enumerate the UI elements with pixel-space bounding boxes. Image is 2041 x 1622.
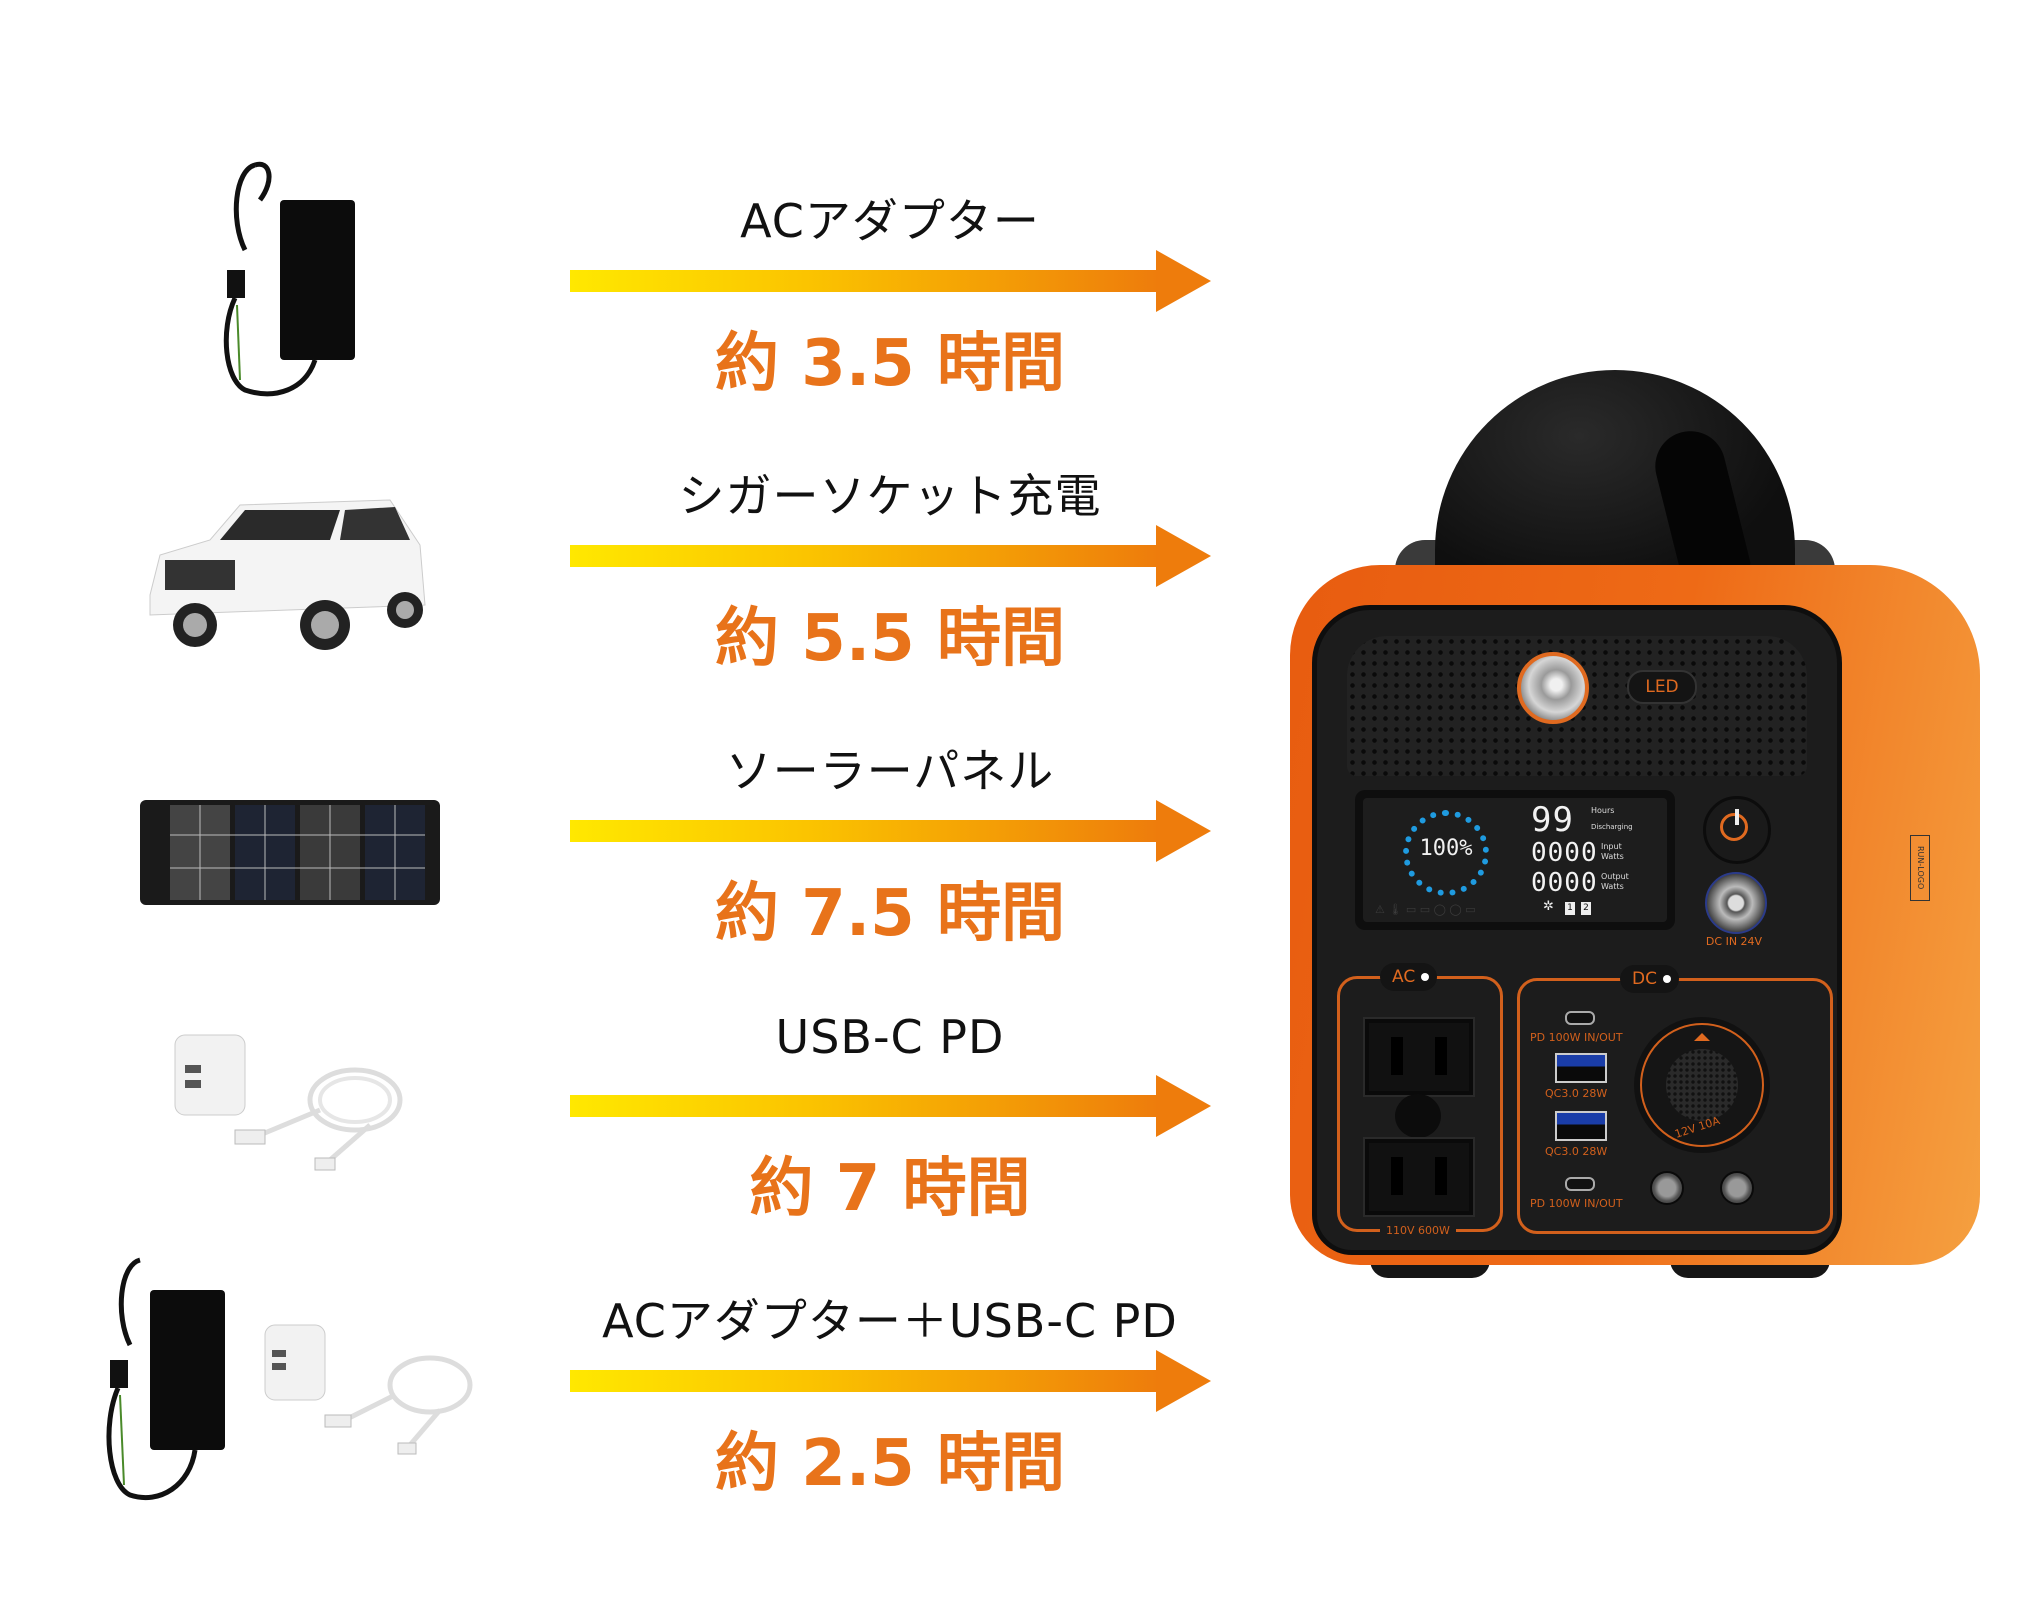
charging-time-label: 約 7.5 時間 — [715, 877, 1065, 951]
charging-method-label: ソーラーパネル — [725, 744, 1055, 798]
charging-method-label: シガーソケット充電 — [678, 469, 1102, 523]
portable-power-station: RUN-LOGO LED 100% 99 Hours Discharging 0… — [1290, 370, 1990, 1300]
power-button[interactable] — [1703, 796, 1771, 864]
ac-outlet-separator — [1395, 1094, 1441, 1138]
dc-button[interactable]: DC — [1620, 965, 1679, 993]
solar-panel-icon — [140, 800, 440, 905]
fan-icon: ✲ — [1543, 899, 1554, 914]
arrow-right-icon — [570, 800, 1211, 862]
charging-row-solar-panel: ソーラーパネル 約 7.5 時間 — [0, 690, 1260, 970]
dc-output-section: DC PD 100W IN/OUT QC3.0 28W QC3.0 28W PD… — [1517, 965, 1833, 1234]
hours-label: Hours — [1591, 806, 1615, 815]
usb-c-port-bottom[interactable] — [1565, 1177, 1595, 1191]
triangle-icon — [1694, 1033, 1710, 1041]
charging-row-cigarette-socket: シガーソケット充電 約 5.5 時間 — [0, 415, 1260, 695]
speaker-grille — [1347, 636, 1807, 776]
status-label: Discharging — [1591, 823, 1633, 831]
arrow-right-icon — [570, 1350, 1211, 1412]
usb-a-port-2[interactable] — [1555, 1111, 1607, 1141]
charging-row-ac-adapter: ACアダプター 約 3.5 時間 — [0, 140, 1260, 420]
input-watts-label: Input Watts — [1601, 842, 1624, 861]
output-watts-value: 0000 — [1531, 868, 1598, 898]
usb-a-port-1[interactable] — [1555, 1053, 1607, 1083]
arrow-right-icon — [570, 1075, 1211, 1137]
charging-row-ac-adapter-plus-usb-c: ACアダプター＋USB-C PD 約 2.5 時間 — [0, 1240, 1260, 1520]
battery-ring-indicator — [1403, 810, 1489, 896]
side-logo: RUN-LOGO — [1910, 835, 1930, 901]
usb-a-1-label: QC3.0 28W — [1545, 1087, 1608, 1100]
power-icon — [1720, 813, 1748, 841]
charging-time-label: 約 3.5 時間 — [715, 327, 1065, 401]
charging-method-label: ACアダプター＋USB-C PD — [602, 1294, 1178, 1348]
ac-outlet-1[interactable] — [1363, 1017, 1475, 1097]
battery-2-icon: 2 — [1581, 902, 1591, 915]
ac-adapter-icon — [215, 160, 365, 410]
charging-time-label: 約 5.5 時間 — [715, 602, 1065, 676]
lcd-display: 100% 99 Hours Discharging 0000 Input Wat… — [1355, 790, 1675, 930]
output-watts-label: Output Watts — [1601, 872, 1629, 891]
ac-adapter-and-usb-c-charger-icon — [100, 1255, 500, 1515]
usb-a-2-label: QC3.0 28W — [1545, 1145, 1608, 1158]
ac-rating-label: 110V 600W — [1380, 1224, 1456, 1237]
charging-method-label: ACアダプター — [740, 194, 1040, 248]
arrow-right-icon — [570, 250, 1211, 312]
arrow-right-icon — [570, 525, 1211, 587]
dc-in-port[interactable] — [1705, 872, 1767, 934]
lcd-status-icons: ⚠ 🌡 ▭ ▭ ◯ ◯ ▭ — [1375, 903, 1476, 916]
dc-port-round-2[interactable] — [1720, 1171, 1754, 1205]
usb-c-bottom-label: PD 100W IN/OUT — [1530, 1197, 1623, 1210]
ac-button[interactable]: AC — [1380, 963, 1438, 991]
battery-1-icon: 1 — [1565, 902, 1575, 915]
car-icon — [140, 495, 430, 665]
led-button[interactable]: LED — [1627, 670, 1697, 704]
led-lamp — [1517, 652, 1589, 724]
usb-c-top-label: PD 100W IN/OUT — [1530, 1031, 1623, 1044]
charging-time-label: 約 2.5 時間 — [715, 1427, 1065, 1501]
usb-c-charger-icon — [170, 1020, 410, 1180]
ac-output-section: AC 110V 600W — [1337, 963, 1503, 1237]
front-panel: LED 100% 99 Hours Discharging 0000 Input… — [1312, 605, 1842, 1255]
battery-percentage: 100% — [1419, 836, 1473, 861]
charging-time-label: 約 7 時間 — [749, 1152, 1031, 1226]
hours-remaining: 99 — [1531, 800, 1574, 840]
ac-outlet-2[interactable] — [1363, 1137, 1475, 1217]
cigarette-socket[interactable]: 12V 10A — [1640, 1023, 1764, 1147]
dc-in-label: DC IN 24V — [1705, 935, 1763, 948]
charging-method-label: USB-C PD — [775, 1010, 1005, 1064]
dc-port-round-1[interactable] — [1650, 1171, 1684, 1205]
usb-c-port-top[interactable] — [1565, 1011, 1595, 1025]
input-watts-value: 0000 — [1531, 838, 1598, 868]
charging-row-usb-c-pd: USB-C PD 約 7 時間 — [0, 965, 1260, 1245]
